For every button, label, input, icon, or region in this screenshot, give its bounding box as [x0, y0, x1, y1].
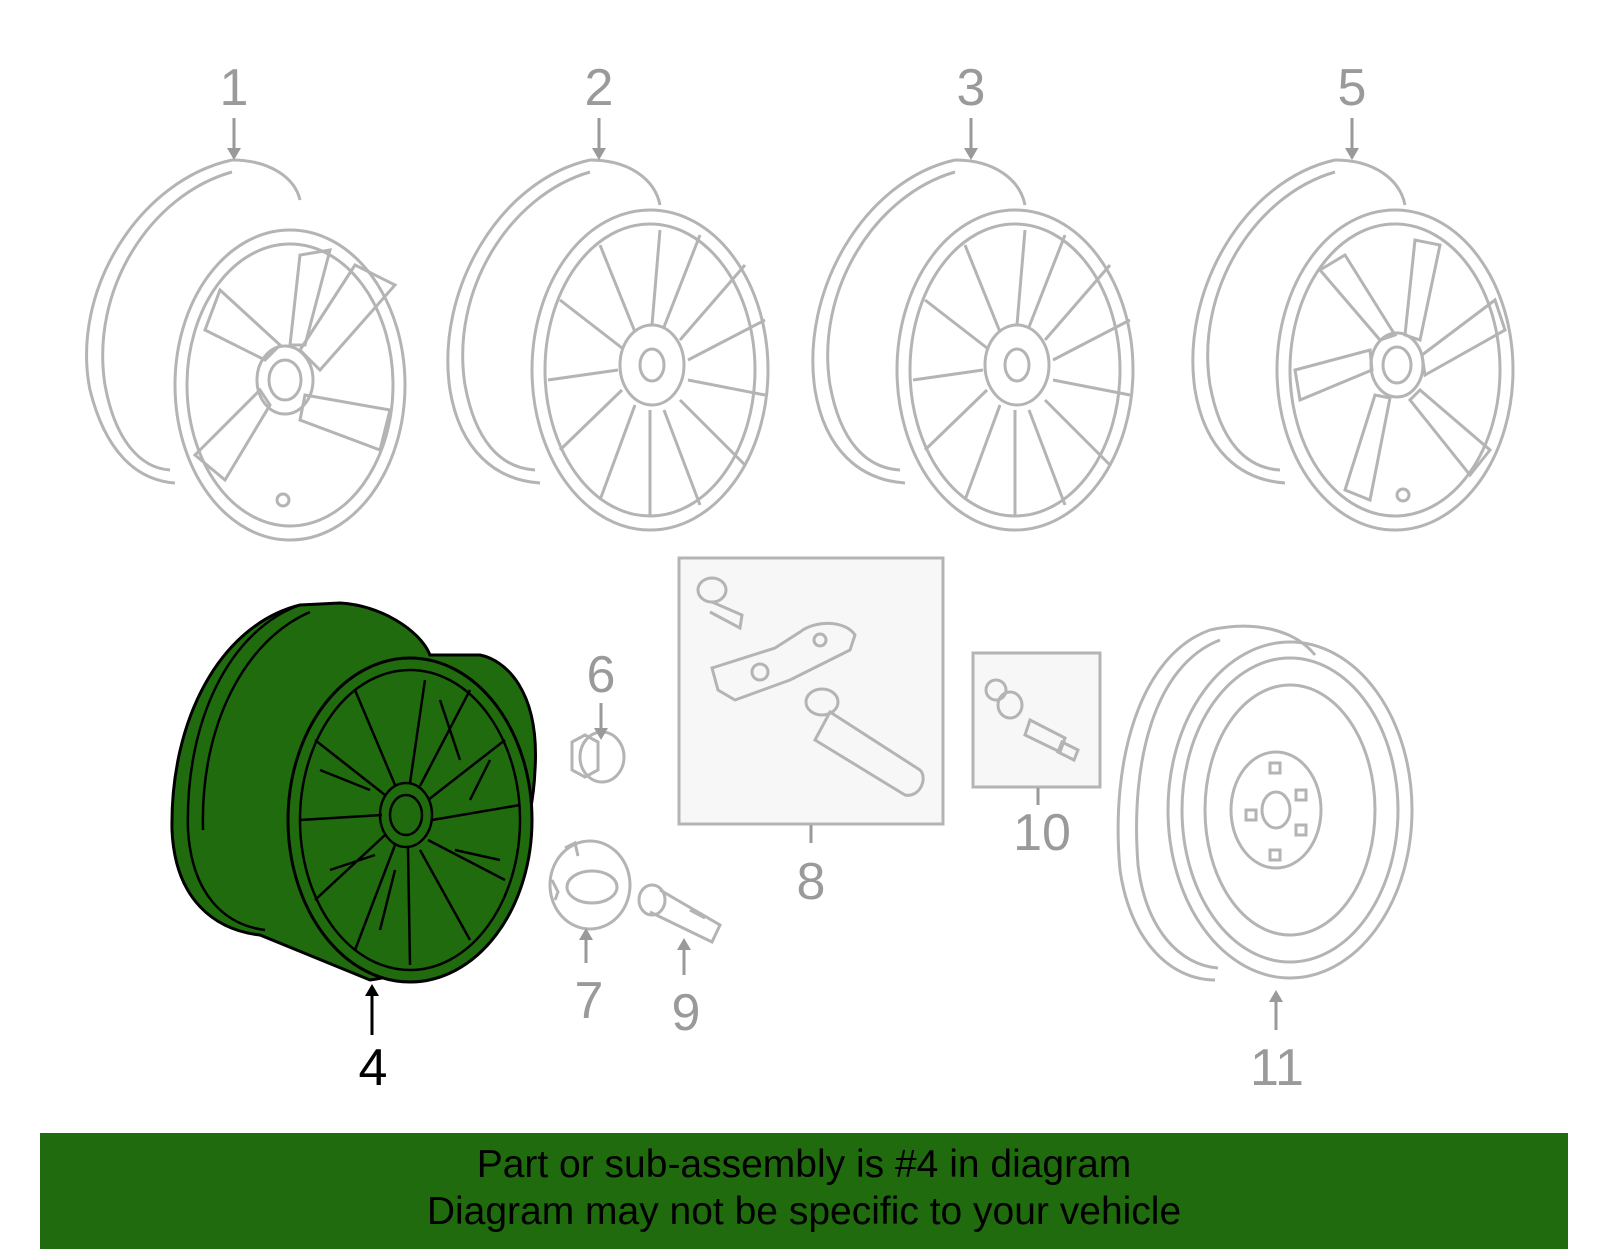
callout-11: 11: [1250, 1039, 1304, 1097]
info-banner: Part or sub-assembly is #4 in diagram Di…: [40, 1133, 1568, 1249]
leader-arrows: [227, 118, 1359, 1035]
callout-5: 5: [1338, 59, 1367, 117]
spare-wheel-part-11[interactable]: [1116, 624, 1414, 982]
banner-line-1: Part or sub-assembly is #4 in diagram: [476, 1143, 1132, 1186]
banner-line-2: Diagram may not be specific to your vehi…: [426, 1190, 1182, 1233]
callout-6: 6: [587, 646, 616, 704]
callout-4: 4: [359, 1039, 388, 1097]
callout-7: 7: [575, 972, 604, 1030]
callout-1: 1: [220, 59, 249, 117]
callout-9: 9: [672, 984, 701, 1042]
valve-kit-part-10[interactable]: [971, 651, 1102, 789]
wheel-part-2[interactable]: [446, 158, 770, 532]
wheel-part-4-highlighted[interactable]: [170, 601, 537, 984]
wheel-part-1[interactable]: [85, 158, 407, 542]
valve-stem-part-9[interactable]: [637, 883, 722, 945]
wheel-part-3[interactable]: [811, 158, 1135, 532]
callout-8: 8: [797, 853, 826, 911]
callout-10: 10: [1013, 804, 1071, 862]
callout-2: 2: [585, 59, 614, 117]
center-cap-part-7[interactable]: [548, 839, 632, 931]
wheel-part-5[interactable]: [1191, 158, 1515, 532]
callout-3: 3: [957, 59, 986, 117]
tpms-sensor-kit-part-8[interactable]: [677, 556, 945, 826]
lug-nut-part-6[interactable]: [570, 730, 626, 784]
